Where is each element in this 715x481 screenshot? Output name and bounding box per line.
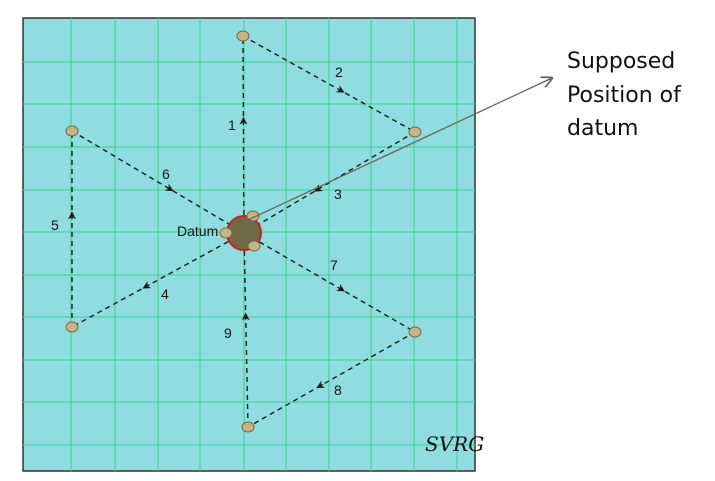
arrow-head-icon xyxy=(314,184,324,192)
arrow-head-icon xyxy=(316,380,326,389)
arrow-head-icon xyxy=(142,281,152,289)
turn-point-node xyxy=(236,30,250,42)
leg-label-5: 5 xyxy=(51,217,59,233)
callout-leader-line xyxy=(247,78,552,221)
search-leg-6 xyxy=(71,130,245,234)
leg-label-7: 7 xyxy=(330,257,338,273)
turn-point-node xyxy=(247,240,261,252)
turn-point-node xyxy=(65,321,79,333)
leg-label-3: 3 xyxy=(334,186,342,202)
leg-label-6: 6 xyxy=(162,166,170,182)
callout-line-1: Supposed xyxy=(567,49,675,74)
leg-label-4: 4 xyxy=(161,286,169,302)
arrow-head-icon xyxy=(335,85,345,93)
leg-label-1: 1 xyxy=(228,117,236,133)
arrow-head-icon xyxy=(164,183,174,192)
leg-label-2: 2 xyxy=(335,64,343,80)
turn-point-node xyxy=(408,126,422,138)
arrow-head-icon xyxy=(336,283,345,292)
search-leg-2 xyxy=(242,35,416,133)
callout-line-3: datum xyxy=(567,116,638,141)
leg-label-9: 9 xyxy=(224,325,232,341)
search-leg-4 xyxy=(71,232,245,328)
search-leg-1 xyxy=(242,35,245,234)
callout-text: Supposed Position of datum xyxy=(567,49,688,141)
turn-point-node xyxy=(408,326,422,338)
turn-point-node xyxy=(65,125,79,137)
turn-points xyxy=(65,30,422,433)
leg-number-labels: 1 2 3 4 5 6 7 8 9 xyxy=(51,64,343,398)
datum-label: Datum xyxy=(177,223,218,239)
search-leg-7 xyxy=(243,232,416,333)
leg-label-8: 8 xyxy=(334,382,342,398)
turn-point-node xyxy=(241,421,255,433)
turn-point-node xyxy=(219,227,233,239)
grid-lines xyxy=(23,18,475,471)
callout-line-2: Position of xyxy=(567,83,682,108)
signature-mark: SVRG xyxy=(425,432,484,456)
